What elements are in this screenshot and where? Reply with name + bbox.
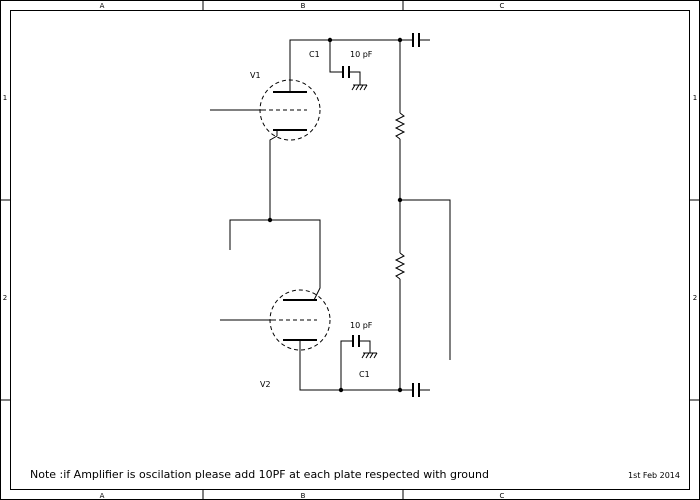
tube-v1-label: V1 <box>250 71 261 80</box>
junction-dot-top-c1 <box>327 37 333 43</box>
junction-dot-bottom-right <box>397 387 403 393</box>
c1-bottom-lead-out <box>359 340 371 353</box>
c1-bottom-lead-in <box>340 340 353 390</box>
c1-bottom-label: C1 <box>359 370 370 379</box>
row-label-1-left: 1 <box>3 94 7 102</box>
resistor-upper <box>394 112 406 140</box>
junction-dot-right-mid <box>397 197 403 203</box>
tube-v2-label: V2 <box>260 380 271 389</box>
v1-plate-to-top-rail <box>289 39 400 92</box>
junction-right-branch <box>270 219 321 301</box>
resistor-lower-zigzag <box>394 252 406 280</box>
resistor-lower <box>394 252 406 280</box>
wiring <box>210 39 451 391</box>
junction-dots <box>267 37 403 393</box>
c1-top-label: C1 <box>309 50 320 59</box>
schematic-date: 1st Feb 2014 <box>628 471 680 480</box>
junction-dot-bottom-c1 <box>338 387 344 393</box>
output-cap-top <box>412 33 420 47</box>
tube-v1: V1 <box>250 71 321 141</box>
output-cap-bottom <box>412 383 420 397</box>
col-label-b-bottom: B <box>301 492 306 500</box>
mid-tap-output-wire <box>400 199 451 360</box>
schematic-note: Note :if Amplifier is oscilation please … <box>30 468 489 481</box>
ground-icon <box>361 352 378 359</box>
c1-top-lead-in <box>329 40 343 73</box>
v1-cathode-to-junction <box>269 135 278 220</box>
ground-icon <box>351 84 368 91</box>
col-label-c-bottom: C <box>500 492 505 500</box>
col-label-a-top: A <box>100 2 105 10</box>
row-label-1-right: 1 <box>693 94 697 102</box>
junction-dot-mid <box>267 217 273 223</box>
row-label-2-right: 2 <box>693 294 697 302</box>
v2-cathode-to-bottom-rail <box>299 340 400 391</box>
c1-top-value: 10 pF <box>350 50 373 59</box>
capacitor-c1-bottom: 10 pF C1 <box>350 321 378 379</box>
c1-top-lead-out <box>349 71 361 85</box>
inner-border <box>10 10 690 490</box>
capacitor-c1-top: C1 10 pF <box>309 50 373 91</box>
col-label-b-top: B <box>301 2 306 10</box>
col-label-c-top: C <box>500 2 505 10</box>
junction-dot-top-right <box>397 37 403 43</box>
resistor-upper-zigzag <box>394 112 406 140</box>
c1-bottom-value: 10 pF <box>350 321 373 330</box>
row-label-2-left: 2 <box>3 294 7 302</box>
col-label-a-bottom: A <box>100 492 105 500</box>
tube-v2: V2 <box>260 289 331 389</box>
junction-left-branch <box>229 219 270 250</box>
